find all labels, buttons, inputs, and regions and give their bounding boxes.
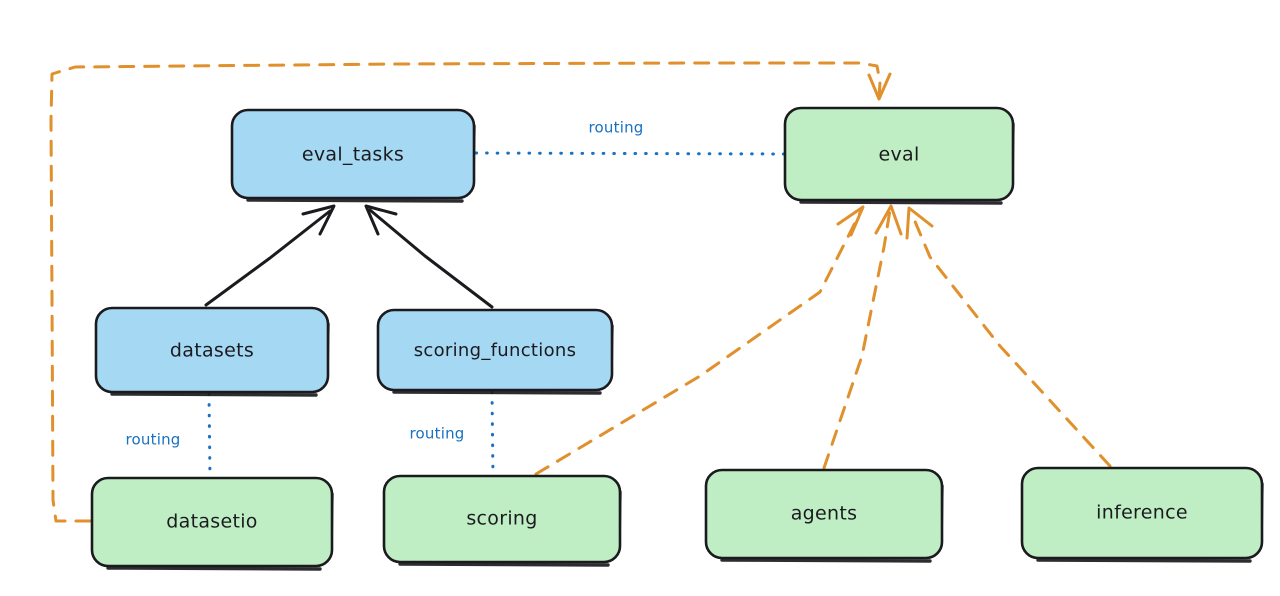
node-agents[interactable]: agents — [704, 468, 944, 563]
node-scoring[interactable]: scoring — [382, 474, 622, 567]
node-scoring-box[interactable] — [382, 474, 622, 564]
node-eval[interactable]: eval — [783, 106, 1015, 205]
node-agents-label: agents — [791, 503, 858, 525]
node-datasetio-box[interactable] — [90, 476, 334, 568]
node-datasets-box[interactable] — [94, 306, 330, 394]
node-scoring-label: scoring — [466, 508, 537, 530]
edge-scoring_functions-to-eval_tasks — [364, 204, 494, 309]
edge-scoring_functions-to-scoring: routing — [410, 390, 495, 478]
node-scoring_functions-box[interactable] — [376, 308, 614, 392]
node-eval-box[interactable] — [783, 106, 1015, 202]
node-eval_tasks-label: eval_tasks — [302, 144, 404, 166]
edge-eval_tasks-to-eval: routing — [474, 119, 786, 156]
node-datasets[interactable]: datasets — [94, 306, 330, 397]
edge-inference-to-eval — [905, 206, 1112, 468]
edge-agents-to-eval — [822, 204, 903, 470]
node-inference-label: inference — [1096, 502, 1188, 524]
edge-datasets-to-datasetio: routing — [126, 392, 212, 480]
node-datasetio-label: datasetio — [166, 511, 257, 533]
node-eval_tasks[interactable]: eval_tasks — [230, 108, 476, 203]
edge-scoring-to-eval — [534, 205, 865, 476]
node-eval-label: eval — [878, 144, 919, 166]
node-agents-box[interactable] — [704, 468, 944, 560]
node-eval_tasks-box[interactable] — [230, 108, 476, 200]
node-inference-box[interactable] — [1020, 466, 1264, 560]
edge-datasets-to-eval_tasks — [204, 204, 336, 307]
node-scoring_functions[interactable]: scoring_functions — [376, 308, 614, 395]
node-scoring_functions-label: scoring_functions — [414, 340, 577, 361]
node-inference[interactable]: inference — [1020, 466, 1264, 563]
edge-label-routing-eval: routing — [589, 119, 644, 137]
edge-label-routing-scoring: routing — [410, 425, 465, 443]
edge-datasetio-to-eval — [49, 61, 892, 523]
node-datasetio[interactable]: datasetio — [90, 476, 334, 571]
edge-layer: routing routing routing — [49, 61, 1112, 523]
edge-label-routing-datasetio: routing — [126, 431, 181, 449]
node-datasets-label: datasets — [170, 340, 254, 362]
node-layer: eval_tasks eval datasets scoring_functio… — [90, 106, 1264, 571]
